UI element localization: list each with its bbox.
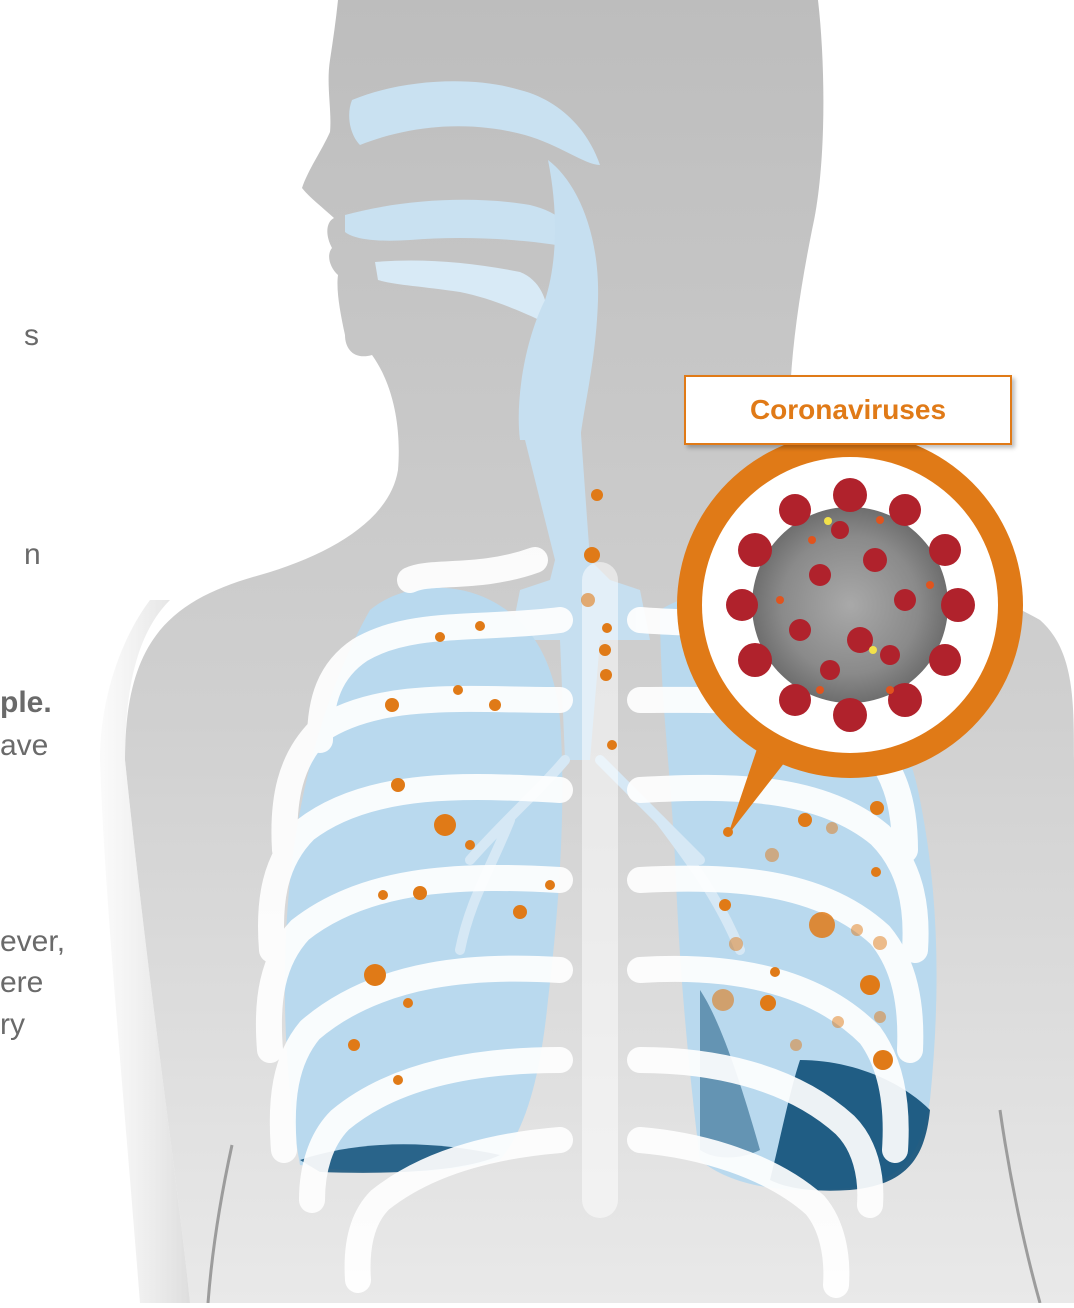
text-fragment-4: ave [0,731,48,761]
text-fragment-7: ry [0,1010,25,1040]
text-fragment-6: ere [0,968,43,998]
text-fragment-5: ever, [0,927,65,957]
text-fragment-2: n [24,540,41,570]
callout-label: Coronaviruses [750,394,946,426]
text-fragment-1: s [24,321,39,351]
callout-label-box: Coronaviruses [684,375,1012,445]
text-fragment-3: ple. [0,688,52,718]
